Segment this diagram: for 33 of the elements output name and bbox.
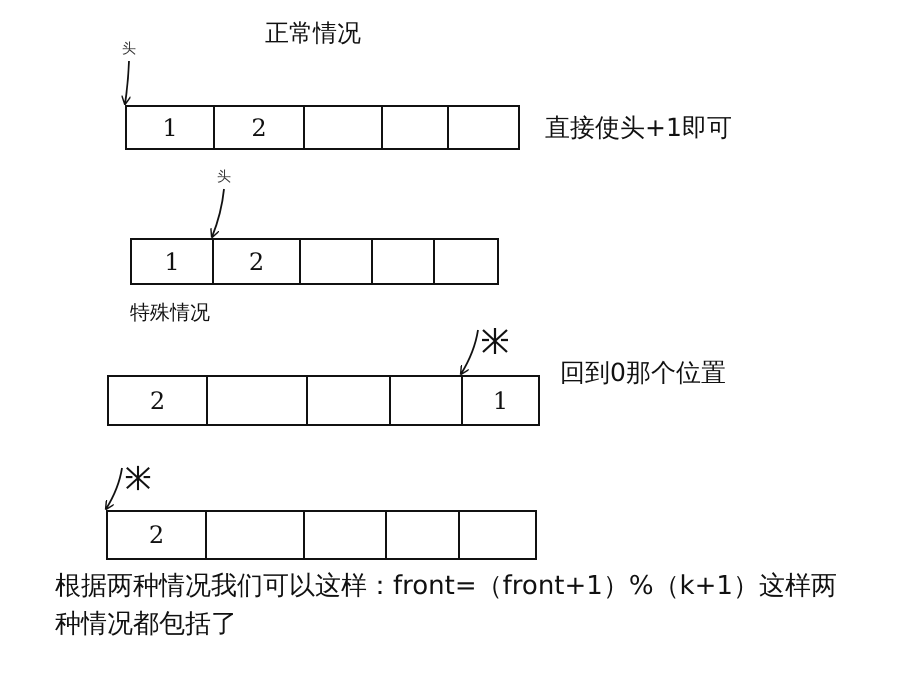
pointer-label: 头 [213,170,235,188]
empty-array-cell [447,105,520,150]
arrow [120,60,132,106]
empty-array-cell [433,238,499,285]
section-heading: 正常情况 [265,18,362,49]
note-text: 回到0那个位置 [560,357,727,389]
asterisk-mark [480,326,510,356]
array-cell: 1 [130,238,214,285]
array-cell: 1 [125,105,215,150]
empty-array-cell [458,510,537,560]
empty-array-cell [381,105,449,150]
arrow [210,188,225,239]
empty-array-cell [303,510,387,560]
note-text: 根据两种情况我们可以这样：front=（front+1）%（k+1）这样两种情况都包括了 [55,570,838,641]
section-heading: 特殊情况 [130,299,211,326]
empty-array-cell [205,510,305,560]
empty-array-cell [303,105,383,150]
array-cell: 1 [461,375,540,426]
arrow [460,330,479,376]
empty-array-cell [206,375,308,426]
array-cell: 2 [213,105,305,150]
arrow [104,468,123,510]
array-cell: 2 [107,375,208,426]
empty-array-cell [385,510,460,560]
pointer-label: 头 [118,42,140,60]
asterisk-mark [124,464,152,492]
array-cell: 2 [106,510,207,560]
empty-array-cell [299,238,373,285]
empty-array-cell [371,238,435,285]
array-cell: 2 [212,238,301,285]
empty-array-cell [389,375,463,426]
empty-array-cell [306,375,391,426]
note-text: 直接使头+1即可 [545,112,733,144]
